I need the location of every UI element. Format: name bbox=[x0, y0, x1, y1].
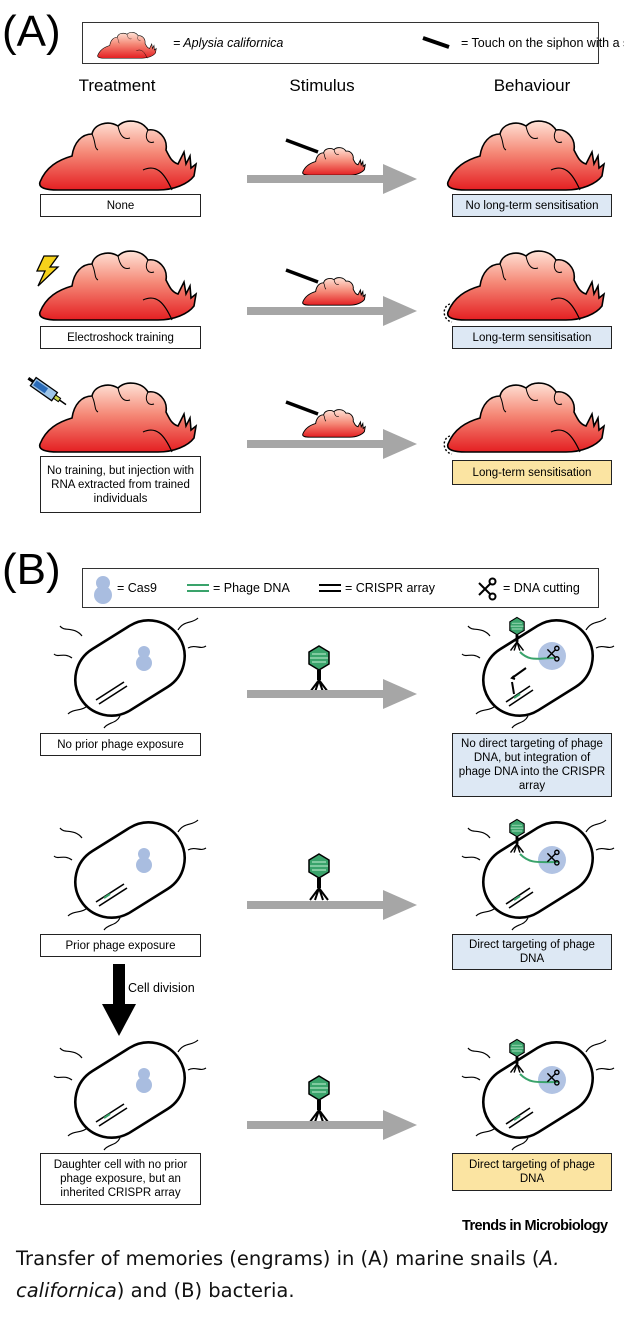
bacterium-behaviour-3 bbox=[460, 1027, 616, 1153]
behaviour-box-1: No long-term sensitisation bbox=[452, 194, 612, 217]
snail-stimulus-2 bbox=[285, 268, 366, 306]
bacterium-behaviour-2 bbox=[460, 807, 616, 933]
legend-cas9-text: = Cas9 bbox=[117, 581, 157, 595]
syringe-icon bbox=[27, 376, 67, 406]
figure-caption: Transfer of memories (engrams) in (A) ma… bbox=[16, 1243, 616, 1307]
lightning-icon bbox=[35, 255, 60, 287]
treatment-box-b2: Prior phage exposure bbox=[40, 934, 201, 957]
caption-species-2: californica bbox=[16, 1279, 117, 1302]
behaviour-box-b3: Direct targeting of phage DNA bbox=[452, 1153, 612, 1191]
treatment-box-2: Electroshock training bbox=[40, 326, 201, 349]
snail-legend-icon bbox=[97, 32, 157, 59]
cas9-legend-icon bbox=[94, 576, 112, 604]
stimulus-arrow-4 bbox=[247, 679, 417, 709]
treatment-box-3: No training, but injection with RNA extr… bbox=[40, 456, 201, 513]
behaviour-box-3: Long-term sensitisation bbox=[452, 460, 612, 485]
behaviour-box-2: Long-term sensitisation bbox=[452, 326, 612, 349]
cell-division-arrow bbox=[102, 964, 136, 1036]
snail-stimulus-1 bbox=[285, 138, 366, 176]
scissors-icon bbox=[478, 577, 497, 601]
panel-b-label: (B) bbox=[2, 545, 61, 594]
behaviour-box-b2: Direct targeting of phage DNA bbox=[452, 934, 612, 970]
legend-phage-dna-text: = Phage DNA bbox=[213, 581, 290, 595]
stimulus-arrow-2 bbox=[247, 296, 417, 326]
legend-stick-text: = Touch on the siphon with a stick bbox=[461, 36, 624, 50]
snail-treatment-1 bbox=[38, 120, 197, 191]
legend-cutting-text: = DNA cutting bbox=[503, 581, 580, 595]
snail-stimulus-3 bbox=[285, 400, 366, 438]
journal-brand: Trends in Microbiology bbox=[462, 1218, 608, 1234]
stimulus-arrow-3 bbox=[247, 429, 417, 459]
legend-snail-text: = Aplysia californica bbox=[173, 36, 284, 50]
stimulus-arrow-6 bbox=[247, 1110, 417, 1140]
treatment-box-b1: No prior phage exposure bbox=[40, 733, 201, 756]
crispr-legend-icon bbox=[319, 584, 341, 592]
cell-division-label: Cell division bbox=[128, 981, 195, 995]
snail-behaviour-2 bbox=[443, 250, 605, 323]
snail-treatment-3 bbox=[38, 382, 197, 453]
stick-legend-icon bbox=[422, 36, 450, 49]
legend-panel-b: = Cas9 = Phage DNA = CRISPR array = DNA … bbox=[82, 568, 599, 608]
header-behaviour: Behaviour bbox=[493, 76, 571, 95]
stimulus-arrow-5 bbox=[247, 890, 417, 920]
behaviour-box-b1: No direct targeting of phage DNA, but in… bbox=[452, 733, 612, 797]
bacterium-treatment-1 bbox=[52, 605, 208, 731]
bacterium-treatment-3 bbox=[52, 1027, 208, 1153]
treatment-box-b3: Daughter cell with no prior phage exposu… bbox=[40, 1153, 201, 1205]
panel-a-label: (A) bbox=[2, 7, 61, 56]
stimulus-arrow-1 bbox=[247, 164, 417, 194]
caption-species-1: A. bbox=[539, 1247, 560, 1270]
caption-part-2: ) and (B) bacteria. bbox=[116, 1279, 295, 1302]
bacterium-behaviour-1 bbox=[460, 605, 616, 731]
caption-part-1: Transfer of memories (engrams) in (A) ma… bbox=[16, 1247, 540, 1270]
legend-panel-a: = Aplysia californica = Touch on the sip… bbox=[82, 22, 624, 64]
snail-treatment-2 bbox=[38, 250, 197, 321]
snail-behaviour-3 bbox=[443, 382, 605, 455]
snail-behaviour-1 bbox=[446, 120, 605, 191]
legend-crispr-text: = CRISPR array bbox=[345, 581, 435, 595]
header-stimulus: Stimulus bbox=[289, 76, 355, 95]
phage-dna-legend-icon bbox=[187, 584, 209, 592]
treatment-box-1: None bbox=[40, 194, 201, 217]
header-treatment: Treatment bbox=[78, 76, 156, 95]
bacterium-treatment-2 bbox=[52, 807, 208, 933]
